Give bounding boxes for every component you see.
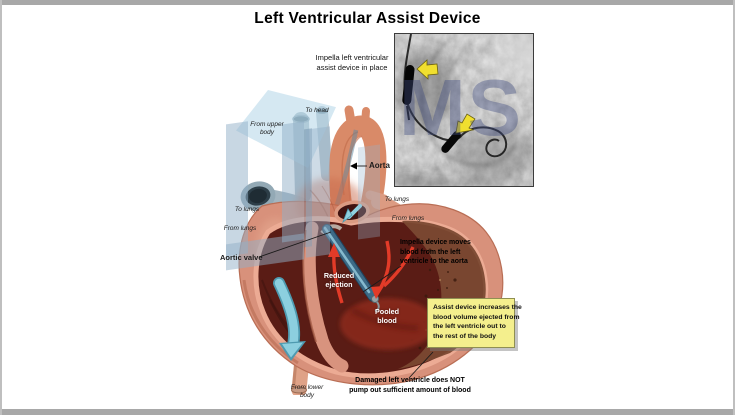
label-from-lower-body: From lower body xyxy=(290,384,324,400)
label-reduced-ejection: Reduced ejection xyxy=(323,271,355,290)
pointer-arrow-icon xyxy=(416,59,439,80)
atrial-inflow-arrow-icon xyxy=(342,204,362,224)
xray-image xyxy=(395,34,533,186)
impella-on-xray-lower xyxy=(441,131,461,153)
impella-note: Impella device moves blood from the left… xyxy=(400,239,471,266)
xray-caption-line2: assist device in place xyxy=(316,63,388,73)
frame-top xyxy=(0,0,735,5)
label-to-head: To head xyxy=(305,107,329,114)
label-pooled-blood: Pooled blood xyxy=(375,307,399,326)
xray-caption-line1: Impella left ventricular xyxy=(315,53,389,62)
frame-right xyxy=(733,0,735,415)
page-title: Left Ventricular Assist Device xyxy=(254,10,481,27)
label-to-lungs-right: To lungs xyxy=(384,196,410,203)
impella-on-xray-upper xyxy=(402,65,415,105)
label-aorta: Aorta xyxy=(369,161,390,170)
damaged-note: Damaged left ventricle does NOT pump out… xyxy=(349,377,471,394)
label-from-lungs-right: From lungs xyxy=(391,215,425,222)
rv-flow-arrow-icon xyxy=(273,277,306,361)
label-from-lungs-left: From lungs xyxy=(223,225,257,232)
xray-caption: Impella left ventricular assist device i… xyxy=(316,53,389,73)
label-from-upper-body: From upper body xyxy=(250,121,284,137)
brachiocephalic-vessel xyxy=(316,106,333,181)
label-to-lungs-left: To lungs xyxy=(234,206,260,213)
frame-left xyxy=(0,0,2,415)
label-aortic-valve: Aortic valve xyxy=(220,253,263,262)
xray-inset: MS xyxy=(394,33,534,187)
pointer-arrow-icon xyxy=(455,113,476,134)
watermark-letters: MS xyxy=(399,63,523,152)
frame-bottom xyxy=(0,409,735,415)
superior-vena-cava xyxy=(292,112,311,203)
assist-device-callout: Assist device increases the blood volume… xyxy=(427,298,522,348)
